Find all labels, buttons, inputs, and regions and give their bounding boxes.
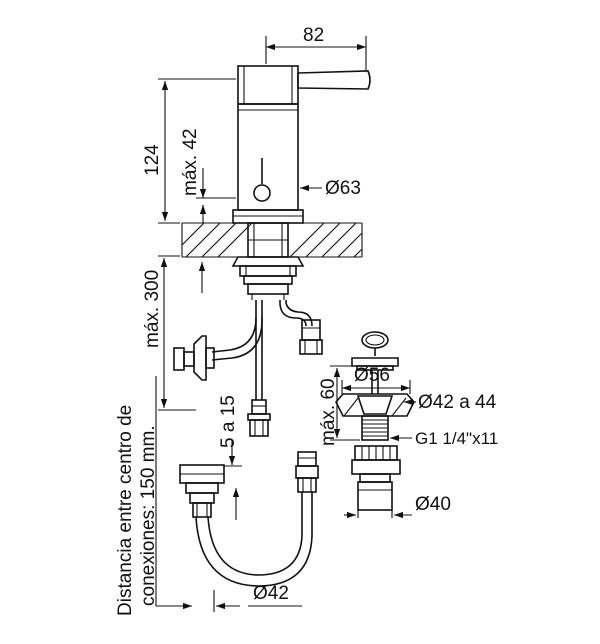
distance-note-line2: conexiones: 150 mm. [138,425,159,606]
dim-56: Ø56 [354,365,390,386]
distance-note-line1: Distancia entre centro de [115,405,136,616]
dim-82: 82 [303,25,324,46]
dim-124: 124 [142,144,163,176]
dim-max-300: máx. 300 [142,270,163,348]
dim-42: Ø42 [253,583,289,604]
dim-40: Ø40 [415,494,451,515]
wall-connector [173,335,215,381]
pop-up-drain [335,331,415,511]
dim-thread: G1 1/4"x11 [415,429,498,448]
supply-hoses [211,300,323,437]
dim-5-15: 5 a 15 [218,395,239,448]
faucet-body [232,65,371,224]
dim-42-44: Ø42 a 44 [418,392,497,413]
fixing-nut [231,256,305,300]
dimension-lines [155,36,416,612]
dim-max-60: máx. 60 [318,378,339,446]
hose-loop [179,451,319,587]
dimension-labels: 82 124 máx. 42 Ø63 máx. 300 5 a 15 máx. … [115,25,498,616]
dim-max-42: máx. 42 [180,128,201,196]
countertop-section [181,222,363,258]
dim-63: Ø63 [325,178,361,199]
